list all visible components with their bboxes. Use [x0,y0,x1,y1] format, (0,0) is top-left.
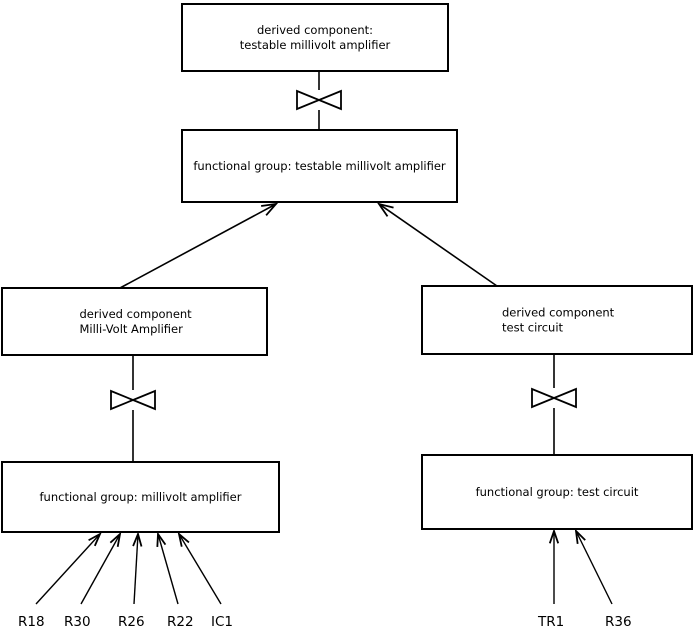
node-label-line-1: functional group: testable millivolt amp… [193,159,446,173]
node-box-outline [181,129,458,203]
node-label-line-1: derived component [80,307,193,321]
bowtie-icon [531,387,577,409]
node-box-outline [421,454,693,530]
composition-connector-left [110,355,156,462]
leaf-component-label: R36 [605,614,632,630]
leaf-arrowhead-icon [177,531,190,547]
leaf-component-tr1[interactable]: TR1 [537,528,564,630]
arrow-shaft [119,203,277,289]
leaf-component-label: R30 [64,614,91,630]
leaf-arrowhead-icon [88,531,102,547]
generalization-arrow-right [376,202,498,287]
node-box-outline [1,461,280,533]
leaf-component-r36[interactable]: R36 [574,528,632,630]
leaf-component-label: IC1 [211,614,233,630]
node-label-line-1: functional group: test circuit [476,485,639,499]
node-top-derived-component[interactable]: derived component: testable millivolt am… [181,3,449,72]
leaf-component-layer: R18 R30 R26 R22 IC1 TR1 R36 [18,528,632,630]
leaf-component-label: TR1 [537,614,564,630]
node-label-line-1: derived component: [257,23,373,37]
bowtie-icon [296,89,342,111]
leaf-component-r22[interactable]: R22 [156,531,194,630]
node-label-line-2: test circuit [502,321,564,335]
leaf-arrowhead-icon [132,531,143,547]
node-label-line-2: Milli-Volt Amplifier [80,322,184,336]
leaf-component-r30[interactable]: R30 [64,531,122,630]
composition-connector-right [531,354,577,455]
node-left-derived-component[interactable]: derived component Milli-Volt Amplifier [1,287,268,356]
leaf-arrow-shaft [80,533,121,605]
leaf-component-label: R22 [167,614,194,630]
node-box-outline [1,287,268,356]
arrow-shaft [378,203,498,287]
leaf-arrow-shaft [178,533,222,605]
leaf-arrowhead-icon [574,528,586,545]
node-top-functional-group[interactable]: functional group: testable millivolt amp… [181,129,458,203]
leaf-component-r26[interactable]: R26 [118,531,145,630]
leaf-arrowhead-icon [109,531,122,547]
bowtie-icon [110,389,156,411]
leaf-component-label: R18 [18,614,45,630]
node-right-derived-component[interactable]: derived component test circuit [421,285,693,355]
leaf-component-ic1[interactable]: IC1 [177,531,233,630]
node-label-line-1: derived component [502,306,615,320]
node-label-line-1: functional group: millivolt amplifier [40,490,242,504]
composition-connector-top [296,71,342,130]
leaf-arrow-shaft [157,533,179,605]
leaf-component-label: R26 [118,614,145,630]
node-box-outline [181,3,449,72]
node-label-line-2: testable millivolt amplifier [240,38,391,52]
leaf-arrowhead-icon [548,528,560,544]
leaf-arrow-shaft [133,533,139,605]
node-box-outline [421,285,693,355]
leaf-arrow-shaft [575,530,613,605]
node-right-functional-group[interactable]: functional group: test circuit [421,454,693,530]
leaf-component-r18[interactable]: R18 [18,531,102,630]
node-left-functional-group[interactable]: functional group: millivolt amplifier [1,461,280,533]
leaf-arrowhead-icon [156,531,167,548]
arrowhead-icon [376,202,394,217]
leaf-arrow-shaft [35,533,101,605]
arrowhead-icon [261,202,279,216]
generalization-arrow-left [119,202,279,289]
